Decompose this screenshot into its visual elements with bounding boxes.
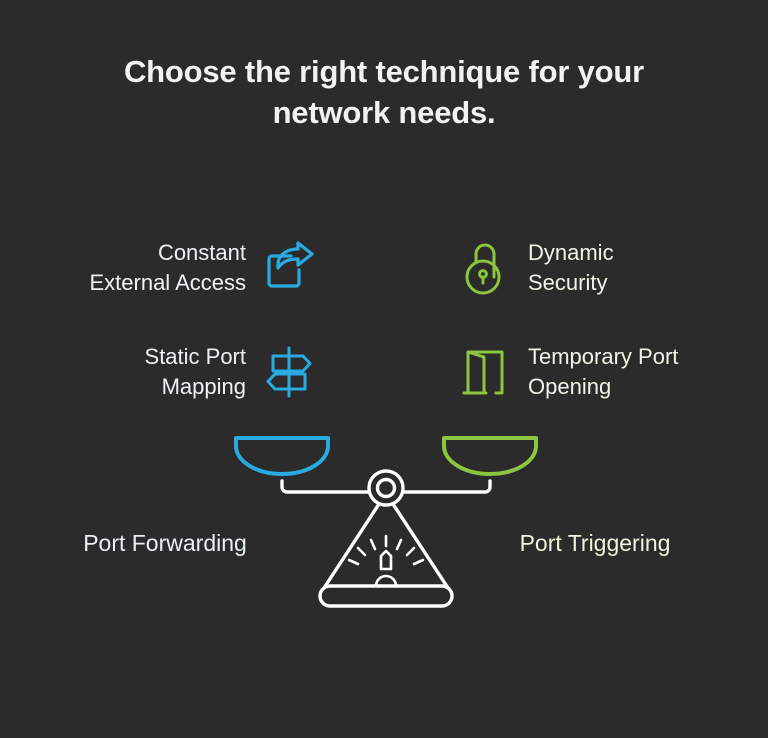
feature-constant-external-access: Constant External Access	[46, 238, 318, 298]
feature-label-static-port-mapping: Static Port Mapping	[144, 344, 246, 399]
feature-label-dynamic-security: Dynamic Security	[528, 240, 614, 295]
open-door-icon	[456, 343, 514, 401]
export-arrow-icon	[260, 239, 318, 297]
feature-static-port-mapping: Static Port Mapping	[46, 342, 318, 402]
feature-label-constant-external-access: Constant External Access	[89, 240, 246, 295]
feature-dynamic-security: Dynamic Security	[456, 238, 746, 298]
feature-temporary-port-opening: Temporary Port Opening	[456, 342, 746, 402]
feature-label-temporary-port-opening: Temporary Port Opening	[528, 344, 679, 399]
balance-scale-icon	[216, 424, 556, 614]
open-padlock-icon	[456, 239, 514, 297]
right-technique-label: Port Triggering	[519, 530, 671, 556]
page-title: Choose the right technique for your netw…	[123, 54, 644, 130]
signpost-icon	[260, 343, 318, 401]
left-technique-label: Port Forwarding	[83, 530, 247, 556]
